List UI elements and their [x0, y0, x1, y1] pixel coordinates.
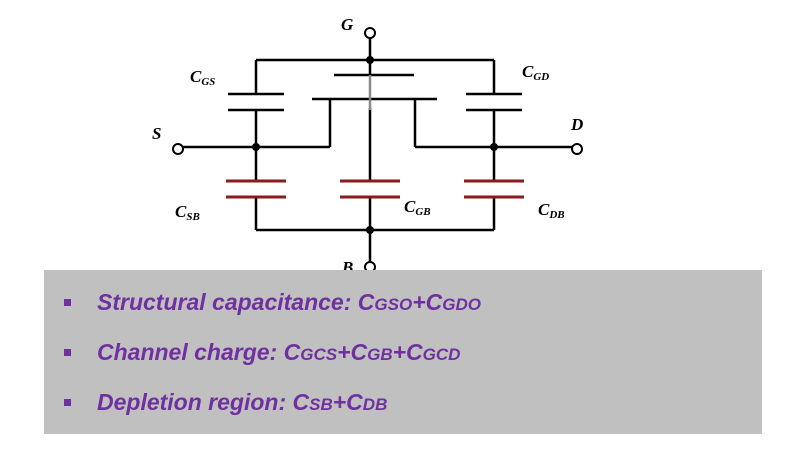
gate-label: G: [341, 15, 354, 34]
csb-label: CSB: [175, 202, 200, 223]
gate-terminal: [364, 27, 376, 39]
source-label: S: [152, 124, 161, 143]
body-junction-dot: [366, 226, 374, 234]
drain-terminal: [571, 143, 583, 155]
cgb-label: CGB: [404, 197, 431, 218]
bullet-square-icon: [64, 398, 71, 406]
bullet-item: Depletion region: CSB+CDB: [44, 382, 762, 422]
bullet-text-channel: Channel charge: CGCS+CGB+CGCD: [97, 338, 461, 365]
cgs-label: CGS: [190, 67, 215, 88]
bullet-panel: Structural capacitance: CGSO+CGDO Channe…: [44, 270, 762, 434]
gate-junction-dot: [366, 56, 374, 64]
source-terminal: [172, 143, 184, 155]
drain-label: D: [570, 115, 583, 134]
cgd-label: CGD: [522, 62, 549, 83]
bullet-square-icon: [64, 348, 71, 356]
bullet-text-structural: Structural capacitance: CGSO+CGDO: [97, 288, 481, 315]
bullet-item: Structural capacitance: CGSO+CGDO: [44, 282, 762, 322]
source-junction-dot: [252, 143, 260, 151]
mos-capacitance-diagram: G S D B CGS CGD CSB CGB CDB: [152, 15, 583, 277]
bullet-text-depletion: Depletion region: CSB+CDB: [97, 388, 388, 415]
bullet-square-icon: [64, 298, 71, 306]
bullet-item: Channel charge: CGCS+CGB+CGCD: [44, 332, 762, 372]
drain-junction-dot: [490, 143, 498, 151]
cdb-label: CDB: [538, 200, 565, 221]
